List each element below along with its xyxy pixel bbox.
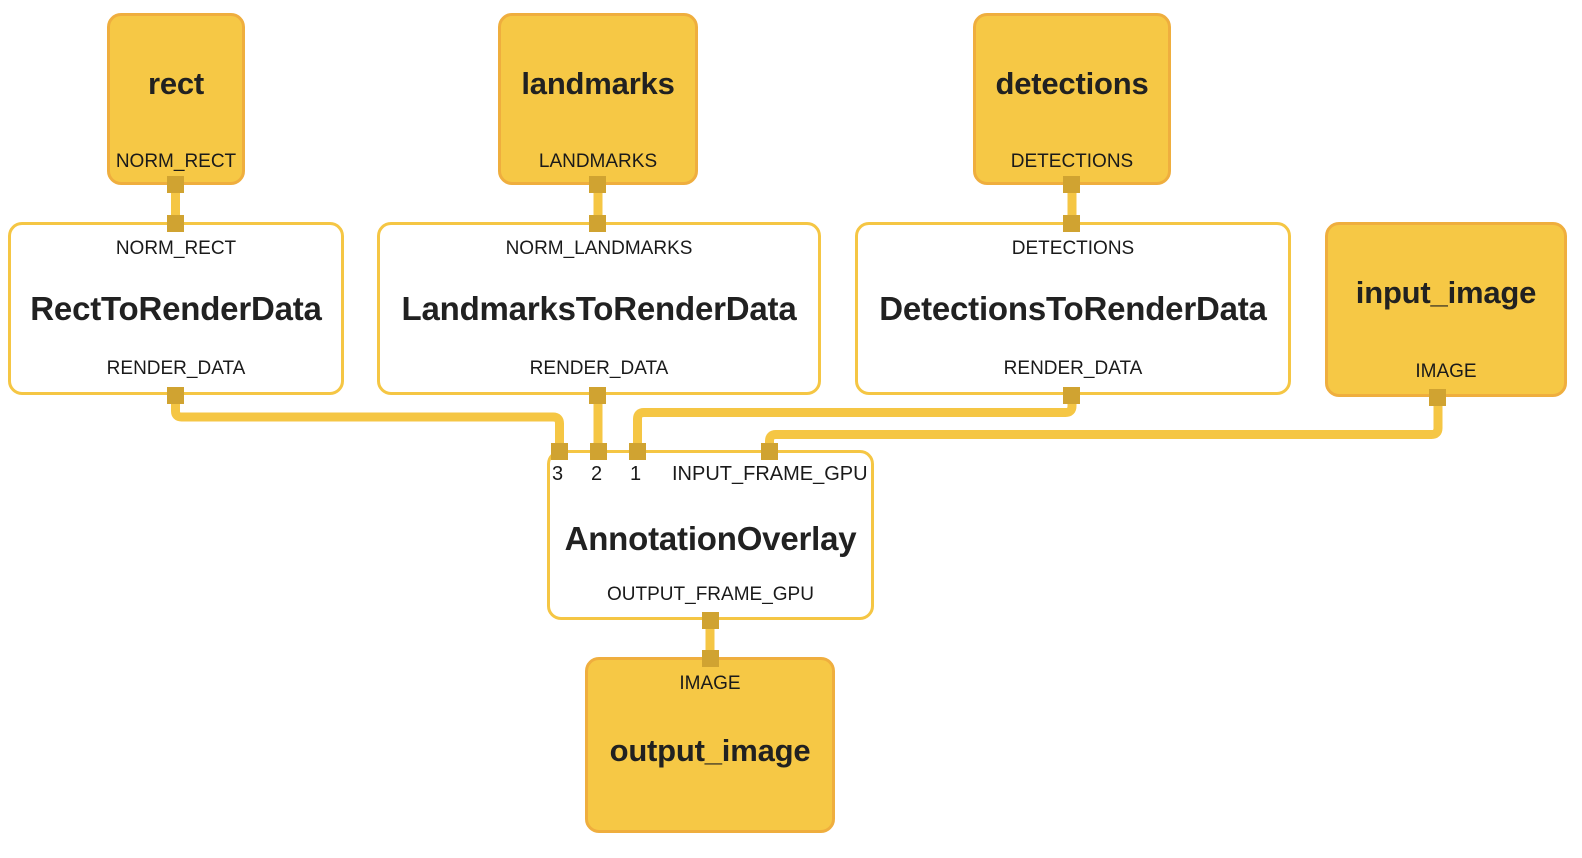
port-label-in: IMAGE — [679, 673, 741, 694]
port-label-in-1: 1 — [630, 463, 642, 485]
port-detectionstorenderdata-in[interactable] — [1063, 215, 1080, 232]
node-title: input_image — [1355, 275, 1537, 311]
port-landmarkstorenderdata-out[interactable] — [589, 387, 606, 404]
port-label-out: RENDER_DATA — [1003, 358, 1143, 380]
node-title: DetectionsToRenderData — [879, 289, 1267, 327]
node-title: detections — [995, 65, 1149, 101]
port-label-in: NORM_LANDMARKS — [505, 238, 693, 259]
port-annotationoverlay-in-2[interactable] — [590, 443, 607, 460]
port-label-out: OUTPUT_FRAME_GPU — [607, 584, 814, 606]
node-title: output_image — [609, 732, 811, 768]
node-detectionstorenderdata[interactable]: DETECTIONS DetectionsToRenderData RENDER… — [855, 222, 1291, 395]
port-label-out: RENDER_DATA — [106, 358, 246, 380]
port-rect-out[interactable] — [167, 176, 184, 193]
port-inputimage-out[interactable] — [1429, 389, 1446, 406]
edge-detectionstorenderdata-to-overlay-1 — [633, 395, 1077, 452]
node-title: rect — [147, 65, 205, 101]
port-label-out: NORM_RECT — [115, 151, 237, 173]
node-title: AnnotationOverlay — [564, 519, 857, 557]
port-annotationoverlay-in-inputframegpu[interactable] — [761, 443, 778, 460]
port-label-out: IMAGE — [1415, 361, 1477, 383]
node-landmarkstorenderdata[interactable]: NORM_LANDMARKS LandmarksToRenderData REN… — [377, 222, 821, 395]
port-detectionstorenderdata-out[interactable] — [1063, 387, 1080, 404]
port-detections-out[interactable] — [1063, 176, 1080, 193]
port-annotationoverlay-in-3[interactable] — [551, 443, 568, 460]
port-label-in-3: 3 — [552, 463, 564, 485]
node-landmarks-stream[interactable]: landmarks LANDMARKS — [498, 13, 698, 185]
port-label-in: DETECTIONS — [1011, 238, 1135, 259]
port-label-in-inputframegpu: INPUT_FRAME_GPU — [672, 463, 868, 485]
port-label-in-2: 2 — [591, 463, 603, 485]
port-label-out: DETECTIONS — [1010, 151, 1134, 173]
port-annotationoverlay-out[interactable] — [702, 612, 719, 629]
node-title: LandmarksToRenderData — [401, 289, 797, 327]
port-label-in: NORM_RECT — [115, 238, 237, 259]
edge-recttorenderdata-to-overlay-3 — [171, 395, 564, 452]
node-detections-stream[interactable]: detections DETECTIONS — [973, 13, 1171, 185]
port-annotationoverlay-in-1[interactable] — [629, 443, 646, 460]
port-landmarks-out[interactable] — [589, 176, 606, 193]
port-recttorenderdata-out[interactable] — [167, 387, 184, 404]
node-rect-stream[interactable]: rect NORM_RECT — [107, 13, 245, 185]
port-label-out: LANDMARKS — [538, 151, 658, 173]
node-title: RectToRenderData — [30, 289, 322, 327]
node-title: landmarks — [521, 65, 675, 101]
port-recttorenderdata-in[interactable] — [167, 215, 184, 232]
node-recttorenderdata[interactable]: NORM_RECT RectToRenderData RENDER_DATA — [8, 222, 344, 395]
port-outputimage-in[interactable] — [702, 650, 719, 667]
edge-inputimage-to-overlay-inputframegpu — [765, 397, 1443, 452]
port-label-out: RENDER_DATA — [529, 358, 669, 380]
node-inputimage-stream[interactable]: input_image IMAGE — [1325, 222, 1567, 397]
port-landmarkstorenderdata-in[interactable] — [589, 215, 606, 232]
node-outputimage-stream[interactable]: IMAGE output_image — [585, 657, 835, 833]
